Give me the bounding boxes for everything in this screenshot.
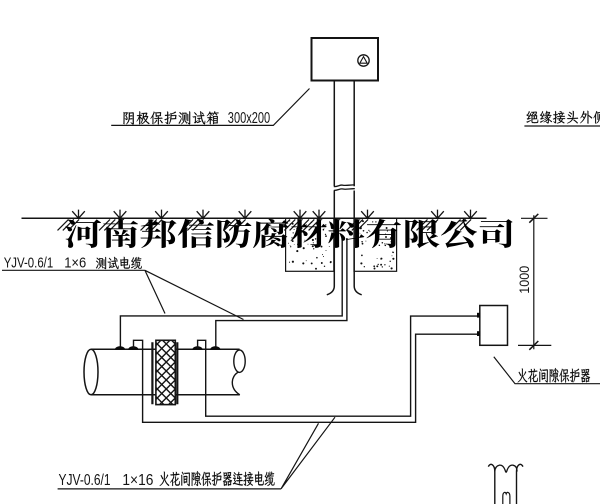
svg-text:YJV-0.6/1: YJV-0.6/1 [59, 472, 111, 489]
svg-text:300x200: 300x200 [228, 110, 270, 127]
svg-text:1×16: 1×16 [122, 472, 153, 489]
svg-text:YJV-0.6/1: YJV-0.6/1 [4, 255, 54, 272]
svg-text:1000: 1000 [516, 266, 532, 294]
svg-text:1×6: 1×6 [64, 255, 86, 272]
